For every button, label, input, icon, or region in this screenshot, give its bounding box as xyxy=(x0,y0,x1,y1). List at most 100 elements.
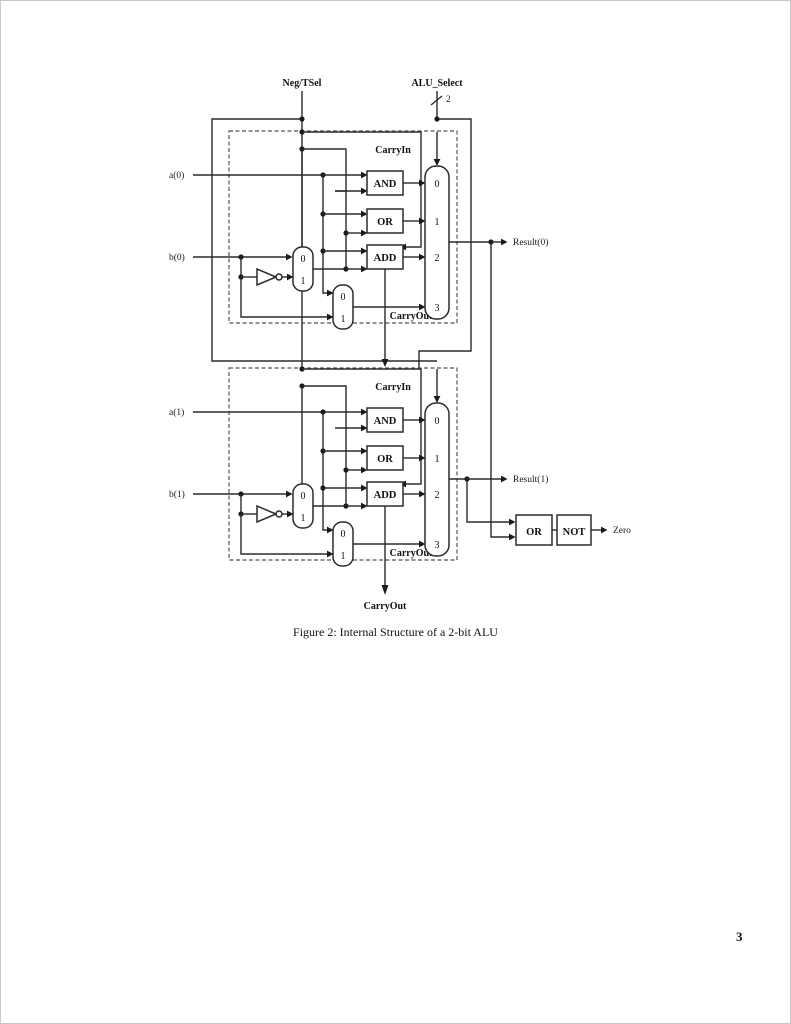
inverter-triangle-icon xyxy=(256,267,278,287)
arrow-head xyxy=(433,159,441,166)
arrow-head xyxy=(509,518,516,526)
mux-input-1-label: 1 xyxy=(301,276,306,287)
arrow-head xyxy=(501,238,508,246)
slice0-and-gate xyxy=(366,170,404,196)
slice1-carryout-label: CarryOut xyxy=(390,548,433,559)
arrow-head xyxy=(327,550,334,558)
mux-input-1-label: 1 xyxy=(341,551,346,562)
wire-negtsel-tap-b xyxy=(302,385,347,406)
mux-input-1-label: 1 xyxy=(301,513,306,524)
input-label-b0: b(0) xyxy=(169,252,185,263)
inverter-triangle-icon xyxy=(256,504,278,524)
arrow-head xyxy=(327,289,334,297)
bit-slice-0: a(0) b(0) xyxy=(169,129,458,367)
arrow-head xyxy=(327,526,334,534)
input-label-alu-select: ALU_Select xyxy=(411,78,463,89)
wire-result0-to-or xyxy=(490,242,509,538)
arrow-head xyxy=(361,265,368,273)
slice0-add-label: ADD xyxy=(374,253,397,264)
mux-input-1-label: 1 xyxy=(341,314,346,325)
arrow-head xyxy=(361,466,368,474)
mux-input-3-label: 3 xyxy=(435,303,440,314)
arrow-head xyxy=(361,247,368,255)
output-label-result1: Result(1) xyxy=(513,474,548,485)
slice1-or-label: OR xyxy=(377,454,393,465)
mux-input-0-label: 0 xyxy=(341,529,346,540)
input-label-a1: a(1) xyxy=(169,407,184,418)
input-label-b1: b(1) xyxy=(169,489,185,500)
bus-slash-marker xyxy=(430,95,443,106)
junction-dot xyxy=(299,116,305,122)
mux-input-1-label: 1 xyxy=(435,454,440,465)
slice1-and-label: AND xyxy=(374,416,397,427)
inverter-bubble-icon xyxy=(275,510,283,518)
arrow-head xyxy=(419,490,426,498)
mux-input-0-label: 0 xyxy=(301,491,306,502)
arrow-head xyxy=(286,253,293,261)
arrow-head xyxy=(286,490,293,498)
arrow-head xyxy=(361,424,368,432)
slice0-and-label: AND xyxy=(374,179,397,190)
mux-input-0-label: 0 xyxy=(341,292,346,303)
wire-to-cmux0-in0 xyxy=(322,256,327,294)
mux-input-0-label: 0 xyxy=(435,416,440,427)
arrow-head xyxy=(509,533,516,541)
arrow-head xyxy=(419,454,426,462)
wire-to-cmux1-in1 xyxy=(240,514,327,555)
mux-input-2-label: 2 xyxy=(435,490,440,501)
junction-dot xyxy=(434,116,440,122)
wire-negtsel-tap-b xyxy=(302,148,347,169)
slice1-and-gate xyxy=(366,407,404,433)
arrow-head xyxy=(361,229,368,237)
arrow-head xyxy=(327,313,334,321)
bit-slice-1: a(1) b(1) 0 1 xyxy=(169,366,458,595)
arrow-head xyxy=(361,171,368,179)
arrow-head xyxy=(361,187,368,195)
wire-to-cmux1-in0 xyxy=(322,493,327,531)
arrow-head xyxy=(419,253,426,261)
input-label-negtsel: Neg/TSel xyxy=(283,78,322,89)
wire-carryin-to-add xyxy=(406,398,422,485)
alu-block-diagram: Neg/TSel ALU_Select 2 a( xyxy=(169,78,631,612)
arrow-head xyxy=(433,396,441,403)
wire-negtsel-to-slice1-route xyxy=(211,118,437,362)
output-label-result0: Result(0) xyxy=(513,237,548,248)
arrow-head xyxy=(361,408,368,416)
input-label-a0: a(0) xyxy=(169,170,184,181)
mux-input-0-label: 0 xyxy=(435,179,440,190)
arrow-head xyxy=(361,447,368,455)
arrow-head xyxy=(381,359,389,367)
zero-not-label: NOT xyxy=(563,527,586,538)
output-label-carryout: CarryOut xyxy=(364,601,407,612)
zero-detect-logic: OR NOT Zero xyxy=(515,514,631,546)
wire-carryin-to-add xyxy=(406,161,422,248)
slice0-carryout-label: CarryOut xyxy=(390,311,433,322)
wire-negtsel-tap-a xyxy=(302,368,422,398)
slice1-carryin-label: CarryIn xyxy=(375,382,411,393)
arrow-head xyxy=(419,217,426,225)
wire-to-cmux0-in1 xyxy=(240,277,327,318)
wire-aluselect-to-slice1-route xyxy=(418,118,472,369)
page-number: 3 xyxy=(736,929,743,944)
arrow-head xyxy=(501,475,508,483)
slice1-or-gate xyxy=(366,445,404,471)
arrow-head xyxy=(361,210,368,218)
arrow-head xyxy=(419,540,426,548)
slice1-add-gate xyxy=(366,481,404,507)
mux-input-1-label: 1 xyxy=(435,217,440,228)
figure-caption: Figure 2: Internal Structure of a 2-bit … xyxy=(293,625,498,639)
arrow-head xyxy=(419,303,426,311)
output-label-zero: Zero xyxy=(613,526,631,536)
zero-not-gate xyxy=(556,514,592,546)
slice1-add-label: ADD xyxy=(374,490,397,501)
arrow-head xyxy=(361,502,368,510)
wire-result1-to-or xyxy=(466,479,509,523)
arrow-head xyxy=(287,510,294,518)
mux-input-2-label: 2 xyxy=(435,253,440,264)
arrow-head xyxy=(419,416,426,424)
arrow-head xyxy=(419,179,426,187)
arrow-head xyxy=(381,585,389,595)
mux-input-0-label: 0 xyxy=(301,254,306,265)
wire-negtsel-tap-a xyxy=(302,131,422,161)
